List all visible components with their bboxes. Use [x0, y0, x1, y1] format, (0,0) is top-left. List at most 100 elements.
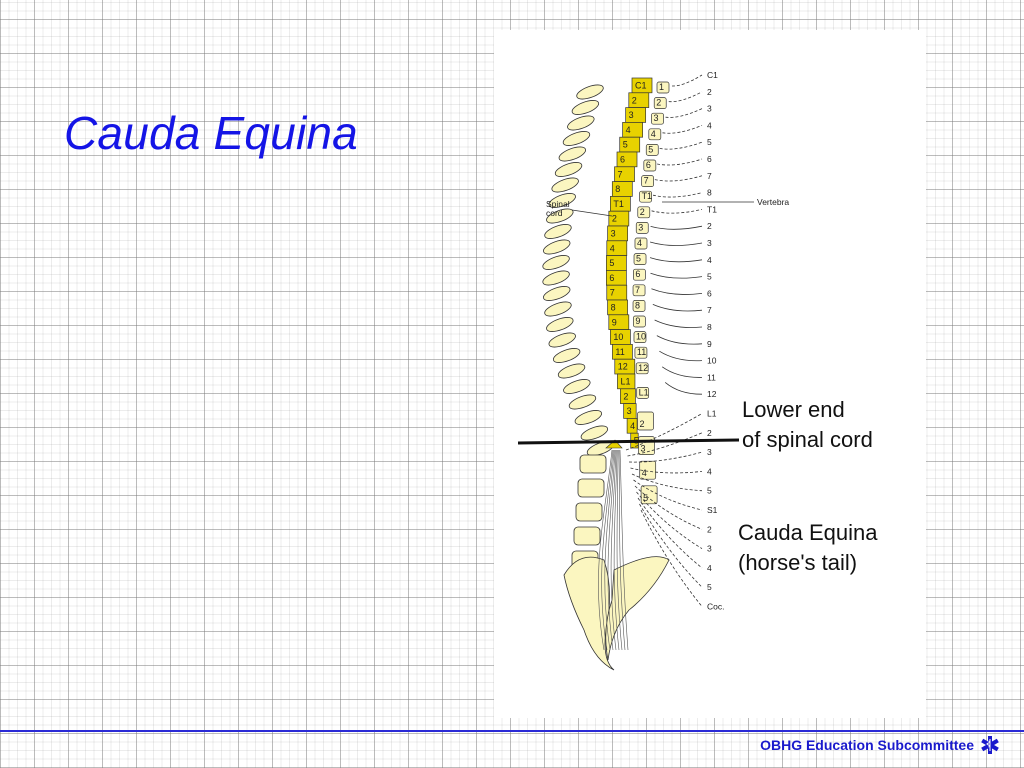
vertebral-body — [543, 286, 571, 301]
cauda-line-1: Cauda Equina — [738, 520, 878, 545]
nerve-label: 5 — [707, 137, 712, 147]
vertebra-number: 7 — [644, 176, 649, 186]
vertebra-number: 2 — [656, 98, 661, 108]
footer-divider — [0, 730, 1024, 732]
cord-segment-label: 8 — [611, 303, 616, 313]
footer-text: OBHG Education Subcommittee — [760, 737, 974, 753]
vertebra-number: 2 — [640, 207, 645, 217]
vertebral-body — [548, 193, 576, 208]
vertebra-number: 3 — [640, 444, 645, 454]
vertebral-body — [558, 146, 587, 162]
cord-segment-label: 3 — [627, 406, 632, 416]
nerve-root — [639, 503, 703, 588]
nerve-root — [651, 209, 703, 214]
lower-end-line-2: of spinal cord — [742, 427, 873, 452]
vertebral-body — [563, 379, 591, 394]
vertebra-box — [648, 128, 662, 141]
cauda-strand — [598, 449, 613, 651]
nerve-label: 2 — [707, 87, 712, 97]
lumbar-vertebral-body — [579, 454, 607, 474]
vertebra-number: 10 — [636, 332, 646, 342]
nerve-label: 3 — [707, 544, 712, 554]
nerve-label: 10 — [707, 356, 717, 366]
nerve-label: C1 — [707, 70, 718, 80]
vertebral-body — [552, 348, 581, 363]
cord-segment-label: 2 — [632, 95, 637, 105]
vertebral-body — [571, 100, 600, 115]
vertebral-body — [557, 363, 586, 379]
vertebral-body — [546, 208, 574, 224]
vertebra-number: 6 — [646, 160, 651, 170]
cord-segment-label: T1 — [613, 199, 624, 209]
cord-segment-label: 2 — [623, 391, 628, 401]
nerve-root — [662, 125, 703, 134]
nerve-root — [664, 382, 703, 395]
cord-segment-label: 6 — [609, 273, 614, 283]
vertebral-body — [574, 410, 603, 425]
vertebra-box — [635, 222, 649, 234]
nerve-label: T1 — [707, 204, 717, 214]
cauda-strand — [618, 449, 626, 651]
spinal-cord-figure: C12345678T123456789101112L123451234567T1… — [494, 30, 926, 718]
cord-segment-label: 3 — [611, 229, 616, 239]
vertebra-number: 3 — [638, 222, 643, 232]
nerve-label: 3 — [707, 238, 712, 248]
nerve-label: 6 — [707, 154, 712, 164]
cauda-strand — [610, 449, 617, 651]
vertebra-box — [633, 253, 647, 265]
vertebra-box — [640, 485, 658, 505]
vertebral-body — [551, 177, 579, 193]
vertebra-box — [637, 411, 654, 431]
nerve-root — [656, 335, 703, 345]
sacrum-right — [605, 556, 670, 661]
vertebral-body — [542, 255, 570, 270]
vertebra-number: 5 — [648, 144, 653, 154]
nerve-root — [657, 158, 703, 166]
spine-diagram: C12345678T123456789101112L123451234567T1… — [517, 70, 789, 671]
nerve-label: 12 — [707, 389, 717, 399]
vertebra-label: Vertebra — [757, 197, 789, 207]
lumbar-vertebral-body — [575, 502, 603, 522]
nerve-label: 5 — [707, 582, 712, 592]
vertebra-box — [637, 206, 651, 219]
vertebra-box — [641, 175, 654, 187]
vertebra-number: T1 — [642, 191, 653, 201]
nerve-label: 2 — [707, 221, 712, 231]
lower-end-line-1: Lower end — [742, 397, 845, 422]
cord-segment-label: 8 — [615, 184, 620, 194]
spinal-cord-leader — [571, 209, 613, 217]
vertebra-number: 4 — [637, 238, 642, 248]
cauda-line-2: (horse's tail) — [738, 550, 858, 575]
nerve-root — [668, 91, 703, 103]
cord-segment-label: 3 — [629, 110, 634, 120]
vertebra-number: L1 — [639, 387, 649, 397]
cord-segment-label: C1 — [635, 81, 647, 91]
vertebra-number: 7 — [635, 285, 640, 295]
cord-segment-label: 9 — [612, 317, 617, 327]
vertebra-box — [634, 346, 648, 359]
cauda-strand — [604, 449, 615, 651]
vertebra-number: 2 — [639, 419, 644, 429]
nerve-root — [637, 497, 703, 569]
vertebra-number: 3 — [653, 113, 658, 123]
vertebral-body — [544, 301, 572, 317]
nerve-root — [661, 366, 703, 378]
vertebral-body — [554, 162, 583, 177]
lumbar-vertebral-body — [577, 478, 605, 498]
nerve-label: S1 — [707, 505, 718, 515]
vertebra-number: 5 — [643, 493, 648, 503]
cord-segment-label: 4 — [626, 125, 631, 135]
nerve-label: 5 — [707, 486, 712, 496]
nerve-root — [671, 74, 703, 87]
nerve-root — [628, 451, 703, 463]
vertebral-body — [567, 115, 595, 131]
nerve-label: 2 — [707, 428, 712, 438]
vertebral-body — [576, 84, 604, 100]
nerve-root — [630, 467, 703, 474]
cord-segment-label: 12 — [618, 362, 628, 372]
nerve-label: 7 — [707, 171, 712, 181]
vertebra-number: 5 — [636, 254, 641, 264]
nerve-root — [640, 509, 703, 607]
nerve-root — [650, 225, 703, 230]
star-of-life-icon — [981, 736, 999, 754]
